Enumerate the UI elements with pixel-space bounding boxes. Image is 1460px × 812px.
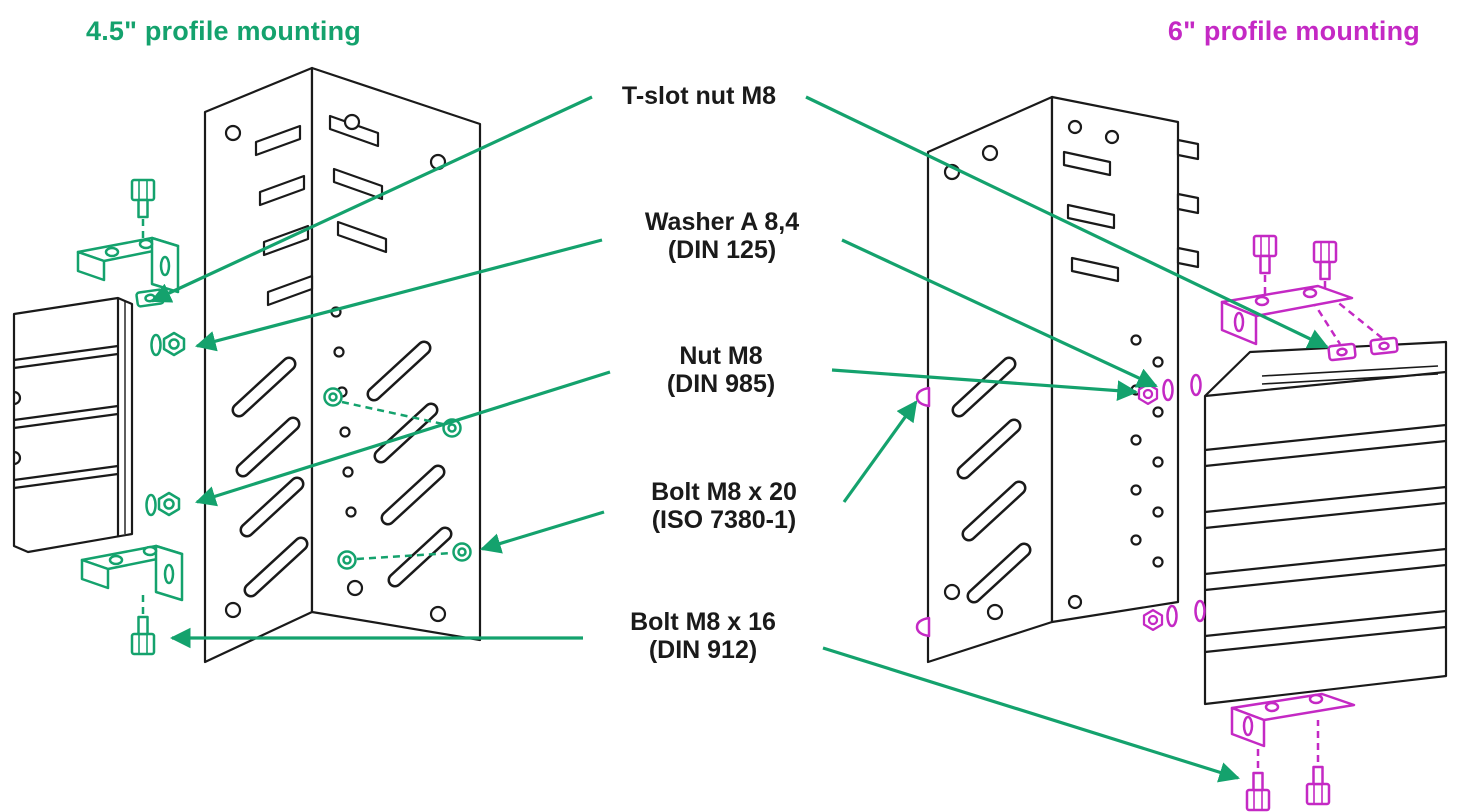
left-bracket xyxy=(203,66,482,664)
title-right-assembly: 6" profile mounting xyxy=(1167,16,1420,46)
socket-bolt-icon xyxy=(130,615,156,656)
leader-bolt20-right xyxy=(842,400,918,503)
callout-bolt-m8x20-line2: (ISO 7380-1) xyxy=(651,506,797,534)
callout-t-slot-nut: T-slot nut M8 xyxy=(596,82,802,110)
socket-bolt-icon xyxy=(130,178,156,219)
left-assembly xyxy=(12,66,482,664)
callout-bolt-m8x20: Bolt M8 x 20 (ISO 7380-1) xyxy=(608,478,840,534)
leader-t-slot-left xyxy=(150,95,593,303)
callout-t-slot-nut-line1: T-slot nut M8 xyxy=(621,82,777,110)
leader-nut-right xyxy=(831,368,1139,402)
left-profile-rail xyxy=(12,296,134,554)
callout-nut-line1: Nut M8 xyxy=(679,342,763,370)
washer-icon xyxy=(145,493,157,517)
hex-nut-icon xyxy=(162,331,186,357)
leader-washer-left xyxy=(194,238,603,352)
title-left-assembly: 4.5" profile mounting xyxy=(86,16,362,46)
callout-nut-line2: (DIN 985) xyxy=(666,370,776,398)
callout-bolt-m8x20-line1: Bolt M8 x 20 xyxy=(651,478,797,506)
callout-bolt-m8x16-line2: (DIN 912) xyxy=(648,636,758,664)
left-assembly-hardware xyxy=(76,178,472,656)
callout-washer-line2: (DIN 125) xyxy=(667,236,777,264)
callout-washer-line1: Washer A 8,4 xyxy=(644,208,800,236)
right-assembly-hardware xyxy=(915,234,1399,812)
leader-washer-right xyxy=(841,238,1158,388)
leader-nut-left xyxy=(195,370,611,507)
callout-nut: Nut M8 (DIN 985) xyxy=(614,342,828,398)
socket-bolt-icon xyxy=(1245,765,1331,812)
hex-nut-icon xyxy=(157,491,181,517)
bottom-clamp-plate xyxy=(80,544,184,602)
right-profile xyxy=(1203,340,1448,706)
right-assembly xyxy=(926,95,1448,706)
top-clamp-plate xyxy=(1220,284,1354,346)
leader-bolt16-right xyxy=(822,646,1240,783)
leader-t-slot-right xyxy=(805,95,1329,349)
bottom-clamp-plate xyxy=(1230,692,1356,748)
callout-leader-lines xyxy=(150,95,1329,783)
washer-icon xyxy=(150,333,162,357)
socket-bolt-icon xyxy=(1252,234,1338,281)
callout-bolt-m8x16-line1: Bolt M8 x 16 xyxy=(630,608,776,636)
callout-washer: Washer A 8,4 (DIN 125) xyxy=(606,208,838,264)
right-bracket xyxy=(926,95,1200,664)
callout-bolt-m8x16: Bolt M8 x 16 (DIN 912) xyxy=(587,608,819,664)
top-clamp-plate xyxy=(76,236,180,294)
leader-bolt20-left xyxy=(480,510,605,554)
